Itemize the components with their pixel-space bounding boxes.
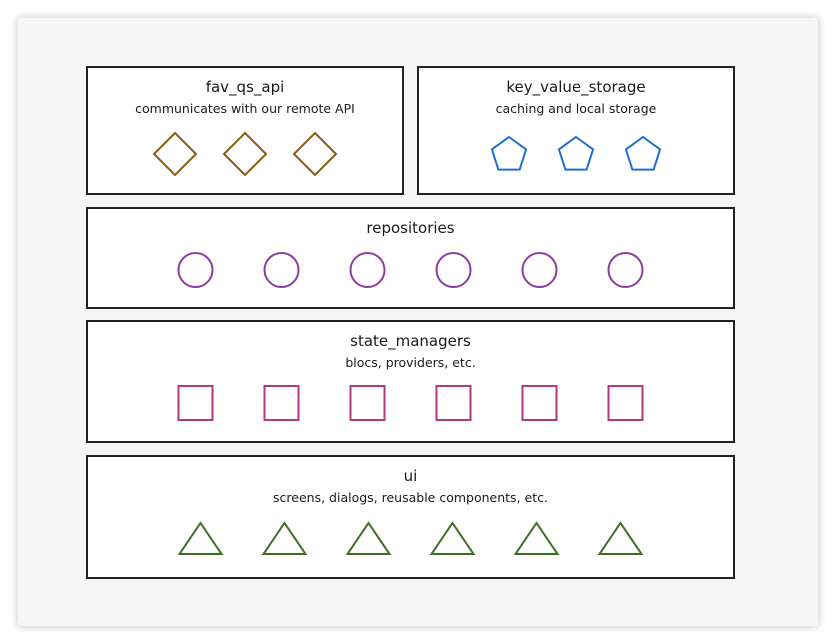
triangle-icon	[177, 521, 224, 555]
triangle-icons	[177, 521, 644, 555]
square-icons	[177, 385, 644, 421]
pentagon-icon	[624, 135, 662, 171]
layer-subtitle: caching and local storage	[495, 101, 657, 116]
pentagon-icon	[557, 135, 595, 171]
layer-title: repositories	[366, 219, 455, 237]
square-icon	[607, 385, 644, 421]
circle-icon	[521, 252, 558, 288]
diamond-icon	[292, 131, 338, 177]
diamond-icon	[152, 131, 198, 177]
layer-repositories: repositories	[86, 207, 735, 309]
triangle-icon	[429, 521, 476, 555]
square-icon	[263, 385, 300, 421]
diamond-icon	[222, 131, 268, 177]
triangle-icon	[261, 521, 308, 555]
layer-fav-qs-api: fav_qs_api communicates with our remote …	[86, 66, 404, 195]
circle-icon	[177, 252, 214, 288]
layer-subtitle: blocs, providers, etc.	[345, 355, 476, 370]
layer-title: fav_qs_api	[205, 78, 285, 96]
circle-icon	[607, 252, 644, 288]
square-icon	[435, 385, 472, 421]
layer-title: ui	[403, 467, 418, 485]
triangle-icon	[345, 521, 392, 555]
layer-title: state_managers	[350, 332, 471, 350]
triangle-icon	[513, 521, 560, 555]
pentagon-icon	[490, 135, 528, 171]
layer-subtitle: communicates with our remote API	[135, 101, 355, 116]
circle-icon	[435, 252, 472, 288]
square-icon	[349, 385, 386, 421]
layer-ui: ui screens, dialogs, reusable components…	[86, 455, 735, 579]
layer-state-managers: state_managers blocs, providers, etc.	[86, 320, 735, 443]
circle-icons	[177, 252, 644, 288]
layer-subtitle: screens, dialogs, reusable components, e…	[273, 490, 548, 505]
diagram-canvas: fav_qs_api communicates with our remote …	[18, 18, 818, 626]
layer-key-value-storage: key_value_storage caching and local stor…	[417, 66, 735, 195]
layer-title: key_value_storage	[506, 78, 646, 96]
circle-icon	[349, 252, 386, 288]
triangle-icon	[597, 521, 644, 555]
square-icon	[521, 385, 558, 421]
circle-icon	[263, 252, 300, 288]
square-icon	[177, 385, 214, 421]
pentagon-icons	[490, 135, 662, 171]
diamond-icons	[152, 131, 338, 177]
